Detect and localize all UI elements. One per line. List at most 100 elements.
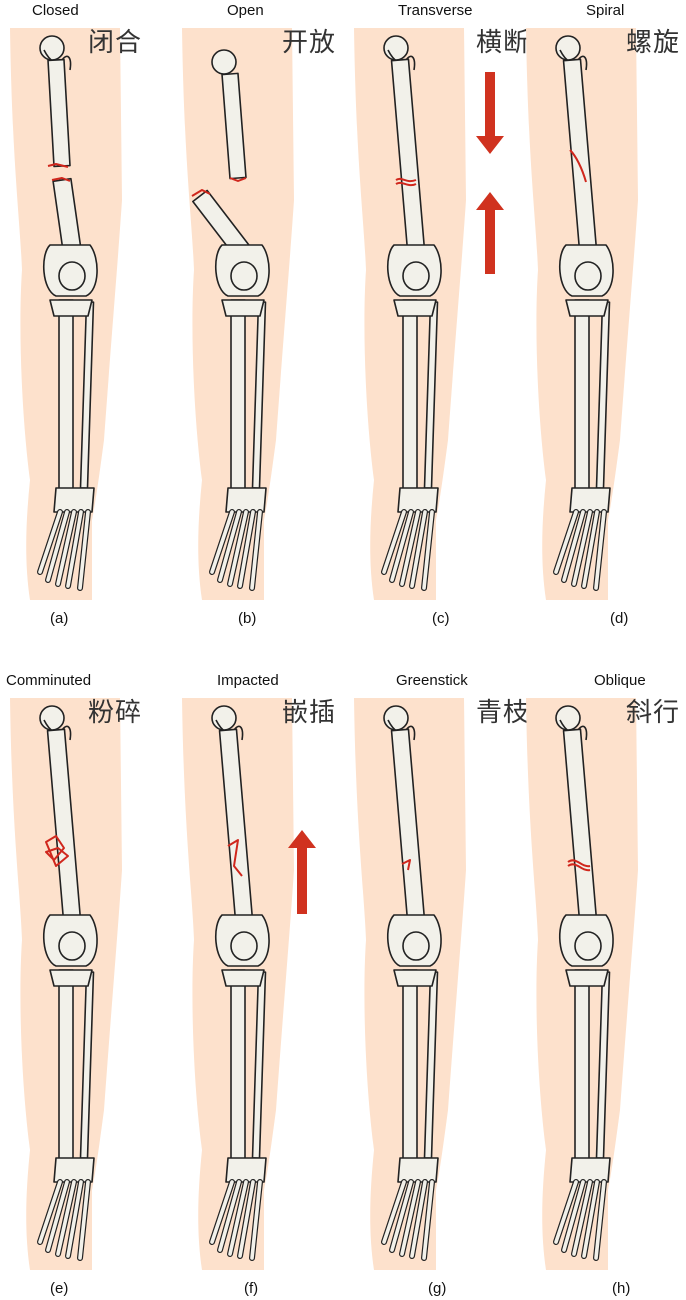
toe-bone-fill — [410, 1180, 427, 1258]
femoral-head — [211, 705, 237, 731]
panel-open: Open 开放 (b) — [172, 0, 344, 650]
panel-closed: Closed 闭合 (a) — [0, 0, 172, 650]
panel-oblique: Oblique 斜行 (h) — [516, 650, 686, 1300]
panel-impacted: Impacted 嵌插 (f) — [172, 650, 344, 1300]
toe-bone-fill — [250, 510, 262, 590]
toe-bone-fill — [38, 1180, 62, 1244]
toe-bone-fill — [594, 1180, 606, 1260]
panel-comminuted: Comminuted 粉碎 (e) — [0, 650, 172, 1300]
toe-bone-fill — [210, 1180, 234, 1244]
toe-bone-fill — [390, 1180, 413, 1252]
fracture-label-en: Impacted — [217, 672, 279, 689]
force-arrow-up — [288, 830, 316, 914]
patella — [574, 261, 602, 291]
tarsal-bones — [225, 1157, 267, 1183]
leg-illustration — [526, 28, 638, 600]
femur-upper-fragment — [47, 58, 71, 168]
panel-caption: (b) — [238, 610, 257, 627]
patella — [230, 261, 258, 291]
tarsal-bones — [53, 1157, 95, 1183]
compression-arrow-up — [476, 192, 504, 274]
leg-illustration — [354, 28, 504, 600]
tarsal-bones — [225, 487, 267, 513]
toe-bone-fill — [422, 1180, 434, 1260]
tarsal-bones — [397, 1157, 439, 1183]
toe-bone-fill — [218, 1180, 241, 1252]
fracture-label-en: Transverse — [398, 2, 473, 19]
toe-bone-fill — [56, 1180, 76, 1256]
toe-bone-fill — [238, 1180, 255, 1258]
toe-bone-fill — [390, 510, 413, 582]
toe-bone-fill — [422, 510, 434, 590]
leg-illustration — [10, 698, 122, 1270]
leg-group — [10, 698, 122, 1270]
leg-illustration — [10, 28, 122, 600]
leg-group — [526, 28, 638, 600]
tibial-plateau — [221, 969, 265, 987]
panel-caption: (g) — [428, 1280, 447, 1297]
toe-bone-fill — [66, 1180, 83, 1258]
leg-group — [182, 28, 294, 600]
toe-bone-fill — [56, 510, 76, 586]
tibia — [230, 969, 246, 1161]
patella — [574, 931, 602, 961]
tibia — [58, 969, 74, 1161]
tibia — [574, 299, 590, 491]
femur-upper-fragment — [221, 72, 247, 180]
fracture-label-cn: 斜行 — [626, 698, 681, 728]
panel-transverse: Transverse 横断 (c) — [344, 0, 529, 650]
fracture-line — [51, 177, 71, 182]
leg-illustration — [526, 698, 638, 1270]
panel-caption: (h) — [612, 1280, 631, 1297]
patella — [402, 931, 430, 961]
fracture-label-en: Open — [227, 2, 264, 19]
tibia — [402, 969, 418, 1161]
fracture-line — [191, 189, 211, 197]
patella — [402, 261, 430, 291]
fracture-line — [401, 859, 411, 871]
fracture-line — [47, 163, 69, 168]
toe-bone-fill — [46, 510, 69, 582]
toe-bone-fill — [572, 510, 592, 586]
toe-bone-fill — [562, 1180, 585, 1252]
femoral-head — [555, 35, 581, 61]
fracture-label-cn: 青枝 — [476, 698, 531, 728]
toe-bone-fill — [78, 1180, 90, 1260]
leg-illustration — [354, 698, 466, 1270]
toe-bone-fill — [582, 1180, 599, 1258]
tibial-plateau — [393, 299, 437, 317]
panel-caption: (f) — [244, 1280, 259, 1297]
fracture-label-cn: 螺旋 — [626, 28, 681, 58]
leg-group — [10, 28, 122, 600]
tibia — [402, 299, 418, 491]
tibial-plateau — [49, 969, 93, 987]
tarsal-bones — [397, 487, 439, 513]
toe-bone-fill — [382, 1180, 406, 1244]
fracture-line — [45, 835, 69, 867]
toe-bone-fill — [382, 510, 406, 574]
femoral-head — [39, 35, 65, 61]
tarsal-bones — [53, 487, 95, 513]
leg-group — [354, 28, 504, 600]
panel-caption: (a) — [50, 610, 69, 627]
tarsal-bones — [569, 487, 611, 513]
toe-bone-fill — [250, 1180, 262, 1260]
toe-bone-fill — [594, 510, 606, 590]
fracture-line — [569, 149, 587, 183]
femoral-head — [555, 705, 581, 731]
toe-bone-fill — [210, 510, 234, 574]
fracture-label-cn: 粉碎 — [88, 698, 143, 728]
panel-caption: (c) — [432, 610, 450, 627]
patella — [230, 931, 258, 961]
panel-spiral: Spiral 螺旋 (d) — [516, 0, 686, 650]
toe-bone-fill — [66, 510, 83, 588]
toe-bone-fill — [582, 510, 599, 588]
fracture-label-cn: 嵌插 — [282, 698, 337, 728]
femoral-head — [211, 49, 237, 75]
fracture-line — [229, 177, 247, 182]
tarsal-bones — [569, 1157, 611, 1183]
tibia — [574, 969, 590, 1161]
fracture-line — [567, 863, 591, 872]
toe-bone-fill — [554, 1180, 578, 1244]
toe-bone-fill — [228, 1180, 248, 1256]
